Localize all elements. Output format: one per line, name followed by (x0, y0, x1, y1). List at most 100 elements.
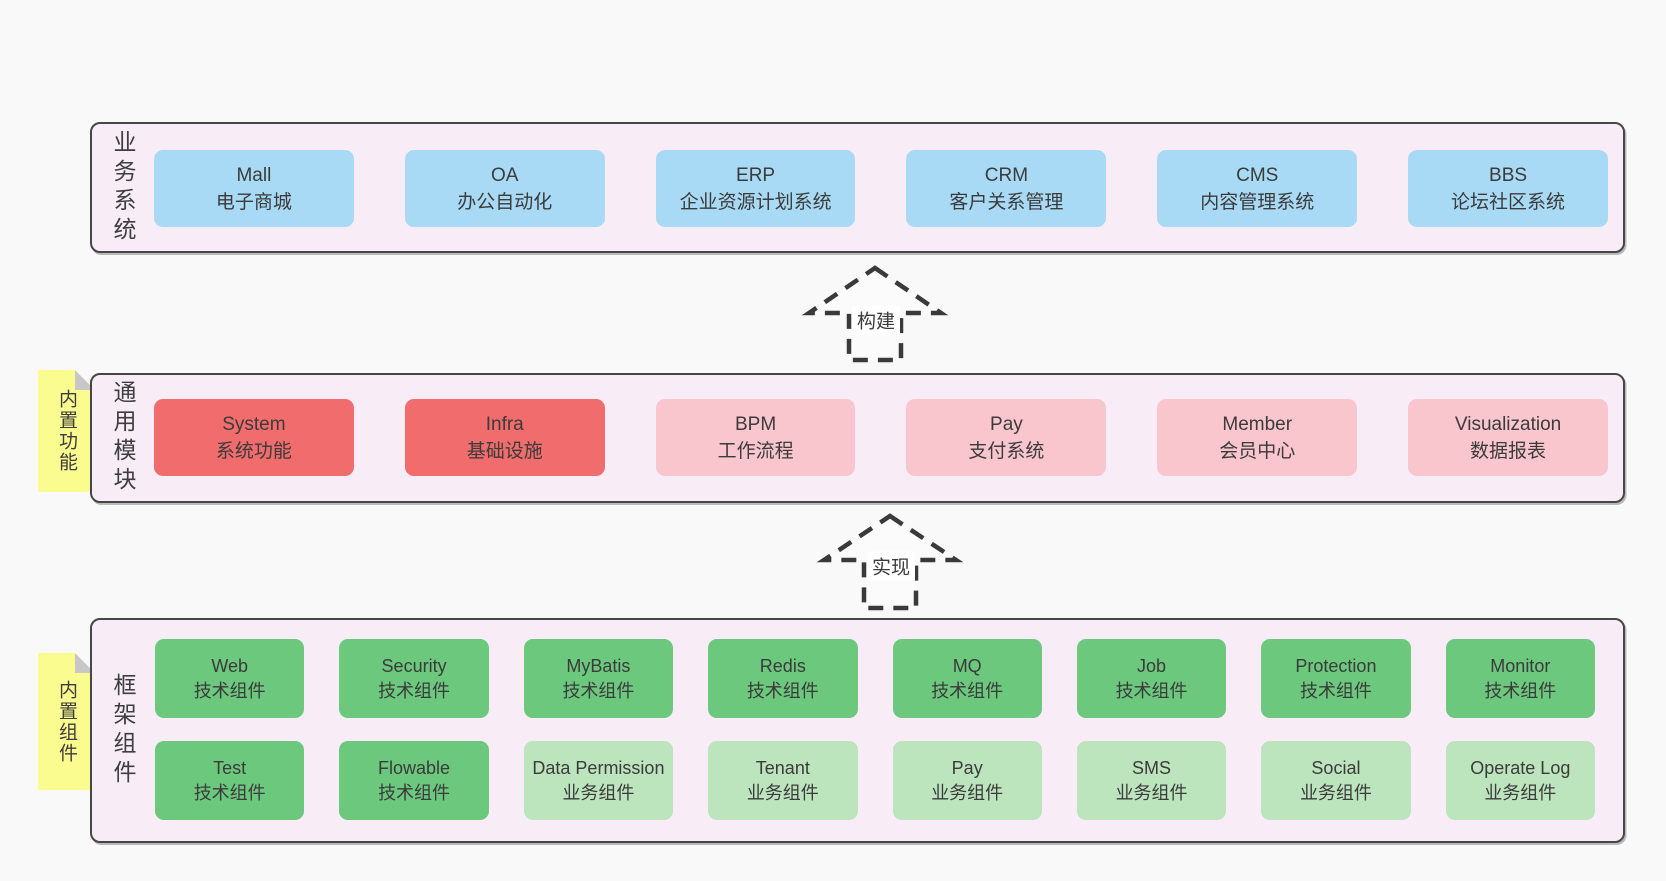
box-title: Test (213, 757, 247, 778)
box-title: Pay (990, 413, 1023, 435)
box-subtitle: 办公自动化 (457, 191, 553, 213)
box-row: Test 技术组件 Flowable 技术组件 Data Permission 业务组件 T… (155, 741, 1595, 820)
box-infra: Infra 基础设施 (404, 399, 605, 476)
band-box-rows: System 系统功能 Infra 基础设施 BPM 工作流程 Pay 支付系统 Member 会… (154, 399, 1608, 476)
box-data-permission: Data Permission 业务组件 (523, 741, 674, 820)
sticky-note-text: 内置功能 (56, 389, 77, 473)
box-bbs: BBS 论坛社区系统 (1408, 150, 1608, 227)
box-cms: CMS 内容管理系统 (1157, 150, 1358, 227)
box-subtitle: 业务组件 (1115, 782, 1188, 803)
box-title: BBS (1489, 164, 1528, 186)
box-title: Member (1222, 413, 1293, 435)
box-erp: ERP 企业资源计划系统 (655, 150, 856, 227)
box-title: Protection (1295, 655, 1377, 676)
box-security: Security 技术组件 (339, 639, 489, 718)
box-system: System 系统功能 (154, 399, 354, 476)
box-row: System 系统功能 Infra 基础设施 BPM 工作流程 Pay 支付系统 Member 会… (154, 399, 1608, 476)
box-title: CRM (984, 164, 1029, 186)
box-subtitle: 业务组件 (931, 782, 1004, 803)
band-label-business-systems: 业务系统 (110, 129, 136, 246)
box-subtitle: 数据报表 (1470, 440, 1547, 462)
box-title: ERP (736, 164, 776, 186)
box-subtitle: 技术组件 (1484, 680, 1557, 701)
box-mq: MQ 技术组件 (892, 639, 1042, 718)
box-pay: Pay 支付系统 (906, 399, 1107, 476)
box-subtitle: 技术组件 (378, 782, 451, 803)
band-common-modules: 通用模块 System 系统功能 Infra 基础设施 BPM 工作流程 Pay 支付系统 Me… (90, 373, 1625, 503)
sticky-note-builtin-components: 内置组件 (38, 653, 95, 790)
box-member: Member 会员中心 (1157, 399, 1358, 476)
box-bpm: BPM 工作流程 (655, 399, 856, 476)
box-title: Operate Log (1470, 757, 1571, 778)
box-title: Pay (951, 757, 983, 778)
box-title: System (222, 413, 286, 435)
box-oa: OA 办公自动化 (404, 150, 605, 227)
box-job: Job 技术组件 (1076, 639, 1227, 718)
box-title: Infra (485, 413, 524, 435)
box-row: Mall 电子商城 OA 办公自动化 ERP 企业资源计划系统 CRM 客户关系管理 CMS 内容… (154, 150, 1608, 227)
box-title: CMS (1236, 164, 1279, 186)
box-flowable: Flowable 技术组件 (339, 741, 489, 820)
box-subtitle: 业务组件 (1484, 782, 1557, 803)
band-box-rows: Mall 电子商城 OA 办公自动化 ERP 企业资源计划系统 CRM 客户关系管理 CMS 内容… (154, 150, 1608, 227)
box-protection: Protection 技术组件 (1261, 639, 1411, 718)
box-subtitle: 技术组件 (1115, 680, 1188, 701)
box-title: MQ (952, 655, 982, 676)
box-subtitle: 技术组件 (746, 680, 819, 701)
box-subtitle: 论坛社区系统 (1451, 191, 1566, 213)
box-title: Job (1137, 655, 1167, 676)
box-subtitle: 工作流程 (717, 440, 794, 462)
box-title: OA (491, 164, 519, 186)
box-subtitle: 技术组件 (378, 680, 451, 701)
arrow-label-build: 构建 (851, 305, 901, 335)
box-title: Data Permission (532, 757, 665, 778)
box-test: Test 技术组件 (155, 741, 305, 820)
box-subtitle: 技术组件 (193, 782, 266, 803)
band-label-framework-components: 框架组件 (110, 672, 136, 789)
box-subtitle: 业务组件 (746, 782, 819, 803)
box-title: Visualization (1454, 413, 1562, 435)
box-subtitle: 电子商城 (215, 191, 292, 213)
box-subtitle: 系统功能 (215, 440, 292, 462)
box-mybatis: MyBatis 技术组件 (523, 639, 674, 718)
box-subtitle: 技术组件 (193, 680, 266, 701)
box-title: Security (381, 655, 447, 676)
box-title: Redis (759, 655, 806, 676)
box-subtitle: 内容管理系统 (1200, 191, 1315, 213)
box-title: MyBatis (566, 655, 631, 676)
box-subtitle: 业务组件 (1299, 782, 1372, 803)
band-business-systems: 业务系统 Mall 电子商城 OA 办公自动化 ERP 企业资源计划系统 CRM 客户关系管理… (90, 122, 1625, 253)
sticky-note-text: 内置组件 (56, 679, 77, 764)
box-title: Flowable (378, 757, 451, 778)
box-operate-log: Operate Log 业务组件 (1445, 741, 1595, 820)
arrow-label-implement: 实现 (866, 551, 916, 581)
box-mall: Mall 电子商城 (154, 150, 354, 227)
box-visualization: Visualization 数据报表 (1408, 399, 1608, 476)
box-subtitle: 会员中心 (1219, 440, 1296, 462)
box-subtitle: 支付系统 (968, 440, 1045, 462)
band-label-common-modules: 通用模块 (110, 380, 136, 496)
box-title: Mall (236, 164, 272, 186)
box-title: Monitor (1490, 655, 1551, 676)
box-crm: CRM 客户关系管理 (906, 150, 1107, 227)
box-pay: Pay 业务组件 (892, 741, 1042, 820)
box-title: BPM (734, 413, 777, 435)
box-subtitle: 企业资源计划系统 (679, 191, 832, 213)
box-subtitle: 技术组件 (931, 680, 1004, 701)
box-subtitle: 技术组件 (562, 680, 635, 701)
box-redis: Redis 技术组件 (708, 639, 858, 718)
sticky-note-builtin-features: 内置功能 (38, 370, 95, 492)
box-title: Web (211, 655, 249, 676)
box-subtitle: 客户关系管理 (949, 191, 1064, 213)
box-web: Web 技术组件 (155, 639, 305, 718)
box-sms: SMS 业务组件 (1076, 741, 1227, 820)
box-subtitle: 基础设施 (466, 440, 543, 462)
box-subtitle: 技术组件 (1299, 680, 1372, 701)
box-subtitle: 业务组件 (562, 782, 635, 803)
box-title: SMS (1132, 757, 1172, 778)
box-title: Tenant (755, 757, 810, 778)
